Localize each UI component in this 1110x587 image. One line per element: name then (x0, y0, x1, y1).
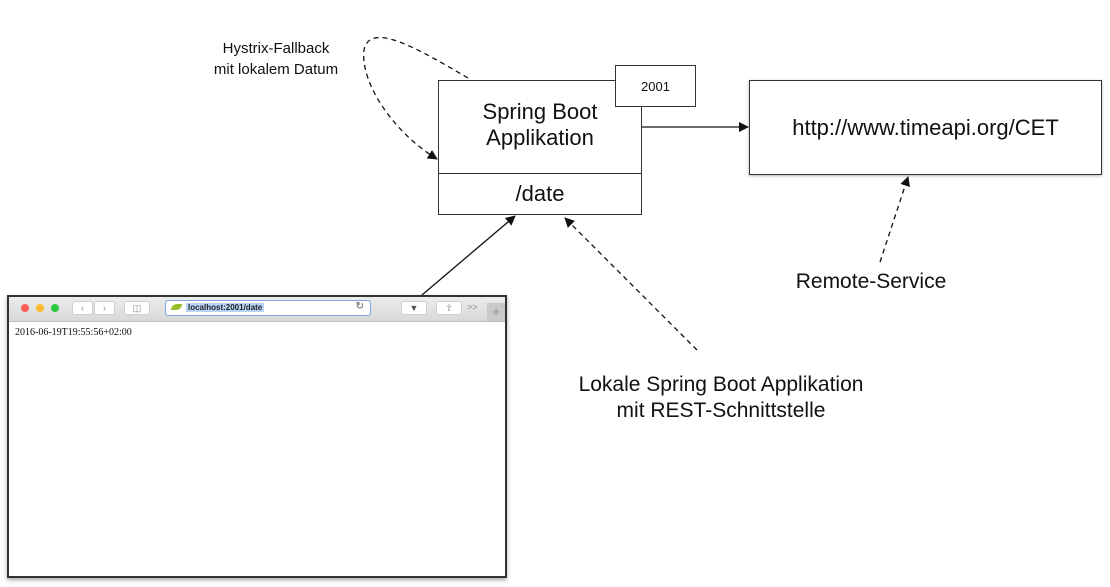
back-button[interactable]: ‹ (72, 301, 93, 315)
spring-app-box: Spring Boot Applikation /date (438, 80, 642, 215)
browser-window: ‹ › ◫ localhost:2001/date ↻ ▼ ⇧ >> + 201… (7, 295, 507, 578)
local-app-label: Lokale Spring Boot Applikation mit REST-… (540, 372, 902, 424)
back-icon: ‹ (81, 303, 84, 313)
share-icon: ⇧ (445, 303, 453, 313)
remote-service-caption: Remote-Service (795, 270, 947, 293)
zoom-dot-icon[interactable] (51, 304, 59, 312)
fallback-label-line2: mit lokalem Datum (213, 61, 339, 78)
spring-app-title-line1: Spring Boot (482, 99, 598, 124)
endpoint-label: /date (515, 181, 565, 206)
reload-icon[interactable]: ↻ (355, 301, 364, 312)
overflow-button[interactable]: >> (467, 302, 478, 312)
endpoint-divider (439, 173, 641, 174)
spring-leaf-icon (171, 304, 182, 310)
address-bar[interactable]: localhost:2001/date ↻ (165, 300, 371, 316)
port-box: 2001 (615, 65, 696, 107)
close-dot-icon[interactable] (21, 304, 29, 312)
remote-service-url: http://www.timeapi.org/CET (792, 114, 1059, 140)
fallback-loop-arrow (363, 36, 469, 160)
share-button[interactable]: ⇧ (436, 301, 462, 315)
spring-app-title-line2: Applikation (486, 125, 594, 150)
download-icon: ▼ (409, 303, 419, 313)
new-tab-button[interactable]: + (487, 303, 505, 321)
port-label: 2001 (641, 78, 670, 94)
forward-icon: › (103, 303, 106, 313)
browser-request-arrow (421, 215, 516, 296)
forward-button[interactable]: › (94, 301, 115, 315)
sidebar-icon: ◫ (132, 303, 142, 313)
local-app-pointer-arrow (564, 217, 698, 351)
address-text: localhost:2001/date (186, 303, 265, 312)
browser-toolbar: ‹ › ◫ localhost:2001/date ↻ ▼ ⇧ >> + (9, 297, 505, 322)
spring-app-title: Spring Boot Applikation (439, 99, 641, 151)
local-app-label-line2: mit REST-Schnittstelle (616, 399, 826, 422)
minimize-dot-icon[interactable] (36, 304, 44, 312)
remote-service-pointer-arrow (879, 176, 910, 263)
local-app-label-line1: Lokale Spring Boot Applikation (578, 373, 864, 396)
page-content: 2016-06-19T19:55:56+02:00 (15, 327, 132, 338)
sidebar-button[interactable]: ◫ (124, 301, 150, 315)
download-button[interactable]: ▼ (401, 301, 427, 315)
remote-service-box: http://www.timeapi.org/CET (749, 80, 1102, 175)
new-tab-icon: + (492, 304, 500, 319)
fallback-label: Hystrix-Fallback mit lokalem Datum (196, 38, 356, 80)
fallback-label-line1: Hystrix-Fallback (222, 40, 330, 57)
